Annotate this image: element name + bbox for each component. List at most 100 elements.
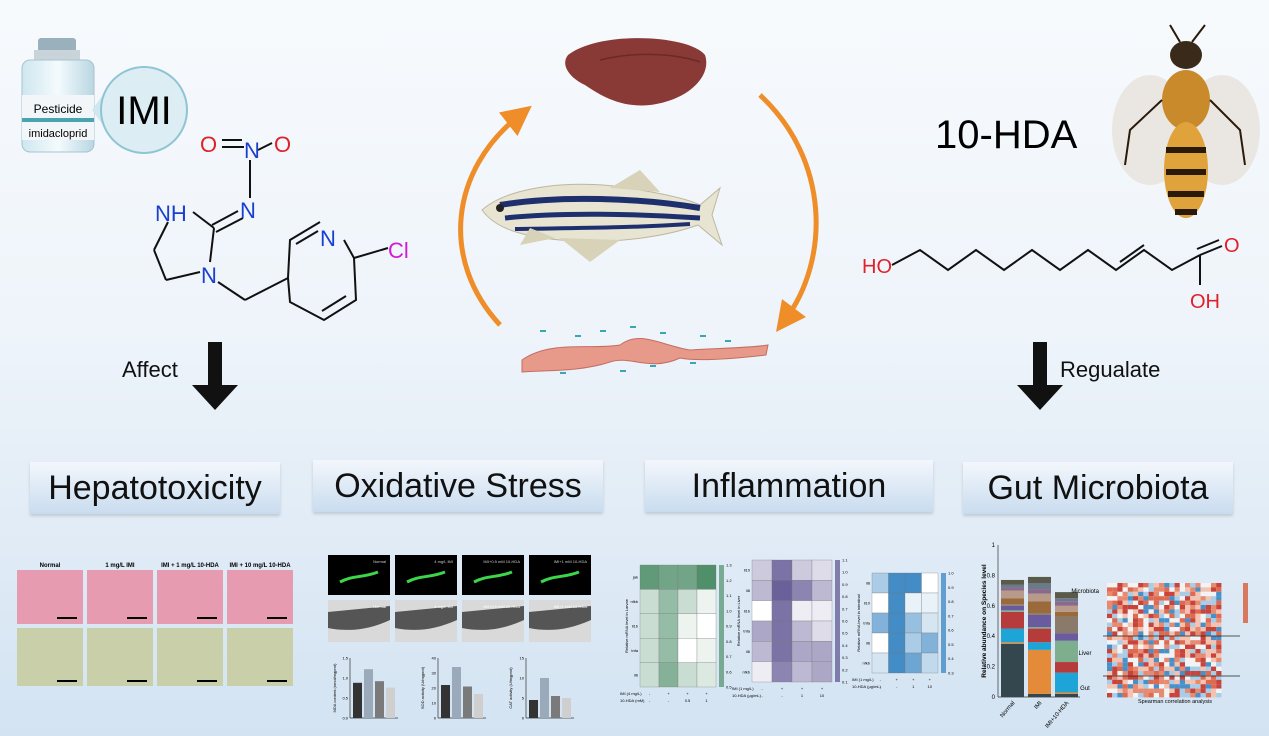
correlation-cell — [1169, 596, 1175, 601]
correlation-cell — [1216, 666, 1222, 671]
treatment-label: 10-HDA (μg/mL) — [732, 693, 762, 698]
fluorescence-signal — [339, 570, 379, 584]
correlation-cell — [1179, 649, 1185, 654]
correlation-cell — [1127, 653, 1133, 658]
correlation-cell — [1169, 627, 1175, 632]
scale-bar — [197, 680, 217, 682]
correlation-cell — [1185, 693, 1191, 698]
correlation-cell — [1200, 613, 1206, 619]
correlation-cell — [1205, 666, 1211, 671]
he-stain-image — [87, 570, 153, 624]
correlation-cell — [1200, 600, 1206, 605]
correlation-cell — [1138, 613, 1144, 619]
correlation-cell — [1133, 613, 1139, 619]
correlation-cell — [1205, 627, 1211, 632]
correlation-cell — [1179, 605, 1185, 610]
correlation-cell — [1117, 613, 1123, 619]
correlation-cell — [1174, 596, 1180, 601]
correlation-cell — [1164, 679, 1170, 685]
correlation-cell — [1117, 688, 1123, 693]
correlation-cell — [1127, 600, 1133, 605]
correlation-cell — [1153, 596, 1159, 601]
correlation-cell — [1159, 640, 1165, 645]
fluorescence-signal — [540, 570, 580, 584]
section-title-hepatotoxicity: Hepatotoxicity — [30, 462, 280, 514]
correlation-cell — [1107, 583, 1113, 588]
colorbar-tick: 0.6 — [842, 619, 848, 624]
heatmap-colorbar — [719, 565, 724, 687]
correlation-cell — [1205, 609, 1211, 614]
correlation-cell — [1200, 635, 1206, 641]
correlation-cell — [1164, 618, 1170, 623]
correlation-cell — [1148, 649, 1154, 654]
correlation-cell — [1112, 684, 1118, 689]
correlation-cell — [1122, 635, 1128, 641]
correlation-cell — [1169, 622, 1175, 627]
correlation-cell — [1148, 688, 1154, 693]
correlation-cell — [1117, 675, 1123, 680]
correlation-cell — [1164, 609, 1170, 614]
correlation-cell — [1179, 644, 1185, 649]
heatmap-cell — [677, 564, 698, 590]
heatmap-cell — [871, 652, 889, 674]
correlation-cell — [1174, 631, 1180, 636]
correlation-cell — [1200, 666, 1206, 671]
correlation-cell — [1205, 618, 1211, 623]
correlation-cell — [1138, 618, 1144, 623]
stack-segment — [1055, 605, 1078, 612]
correlation-cell — [1112, 605, 1118, 610]
correlation-cell — [1169, 613, 1175, 619]
correlation-cell — [1179, 684, 1185, 689]
correlation-cell — [1195, 693, 1201, 698]
stack-segment — [1001, 590, 1024, 599]
correlation-cell — [1211, 675, 1217, 680]
correlation-cell — [1174, 679, 1180, 685]
heatmap-cell — [811, 641, 833, 662]
correlation-cell — [1185, 644, 1191, 649]
y-tick-label: 0.0 — [342, 716, 348, 721]
correlation-cell — [1122, 622, 1128, 627]
correlation-cell — [1117, 618, 1123, 623]
vial-label-bottom: imidacloprid — [29, 128, 88, 140]
bar — [474, 694, 483, 718]
treatment-value: 1 — [705, 698, 708, 703]
heatmap-cell — [639, 589, 660, 614]
correlation-cell — [1138, 649, 1144, 654]
correlation-cell — [1205, 635, 1211, 641]
colorbar-tick: 0.7 — [842, 606, 848, 611]
stack-segment — [1028, 593, 1051, 602]
colorbar-tick: 1.0 — [842, 570, 848, 575]
group-label-liver: Liver — [1078, 651, 1091, 657]
heatmap-cell — [751, 559, 773, 581]
correlation-cell — [1148, 587, 1154, 592]
correlation-cell — [1117, 653, 1123, 658]
y-tick-label: 30 — [432, 671, 437, 676]
correlation-cell — [1143, 627, 1149, 632]
correlation-cell — [1190, 613, 1196, 619]
heatmap-cell — [904, 612, 922, 634]
section-title-gut-microbiota: Gut Microbiota — [963, 462, 1233, 514]
correlation-cell — [1153, 684, 1159, 689]
correlation-cell — [1200, 609, 1206, 614]
bar — [529, 700, 538, 718]
heatmap-cell — [811, 661, 833, 683]
correlation-cell — [1138, 583, 1144, 588]
colorbar-tick: 0.5 — [948, 642, 954, 647]
histology-header: IMI + 1 mg/L 10-HDA — [161, 563, 219, 569]
heatmap-cell — [888, 572, 906, 594]
correlation-cell — [1190, 583, 1196, 588]
correlation-cell — [1112, 657, 1118, 663]
correlation-cell — [1138, 675, 1144, 680]
treatment-value: - — [649, 691, 651, 696]
correlation-cell — [1164, 591, 1170, 597]
correlation-cell — [1190, 635, 1196, 641]
correlation-cell — [1190, 605, 1196, 610]
correlation-cell — [1179, 640, 1185, 645]
heatmap-cell — [791, 661, 813, 683]
correlation-cell — [1185, 657, 1191, 663]
correlation-cell — [1133, 596, 1139, 601]
correlation-cell — [1159, 600, 1165, 605]
correlation-cell — [1185, 635, 1191, 641]
fluorescence-label: Normal — [373, 559, 386, 564]
